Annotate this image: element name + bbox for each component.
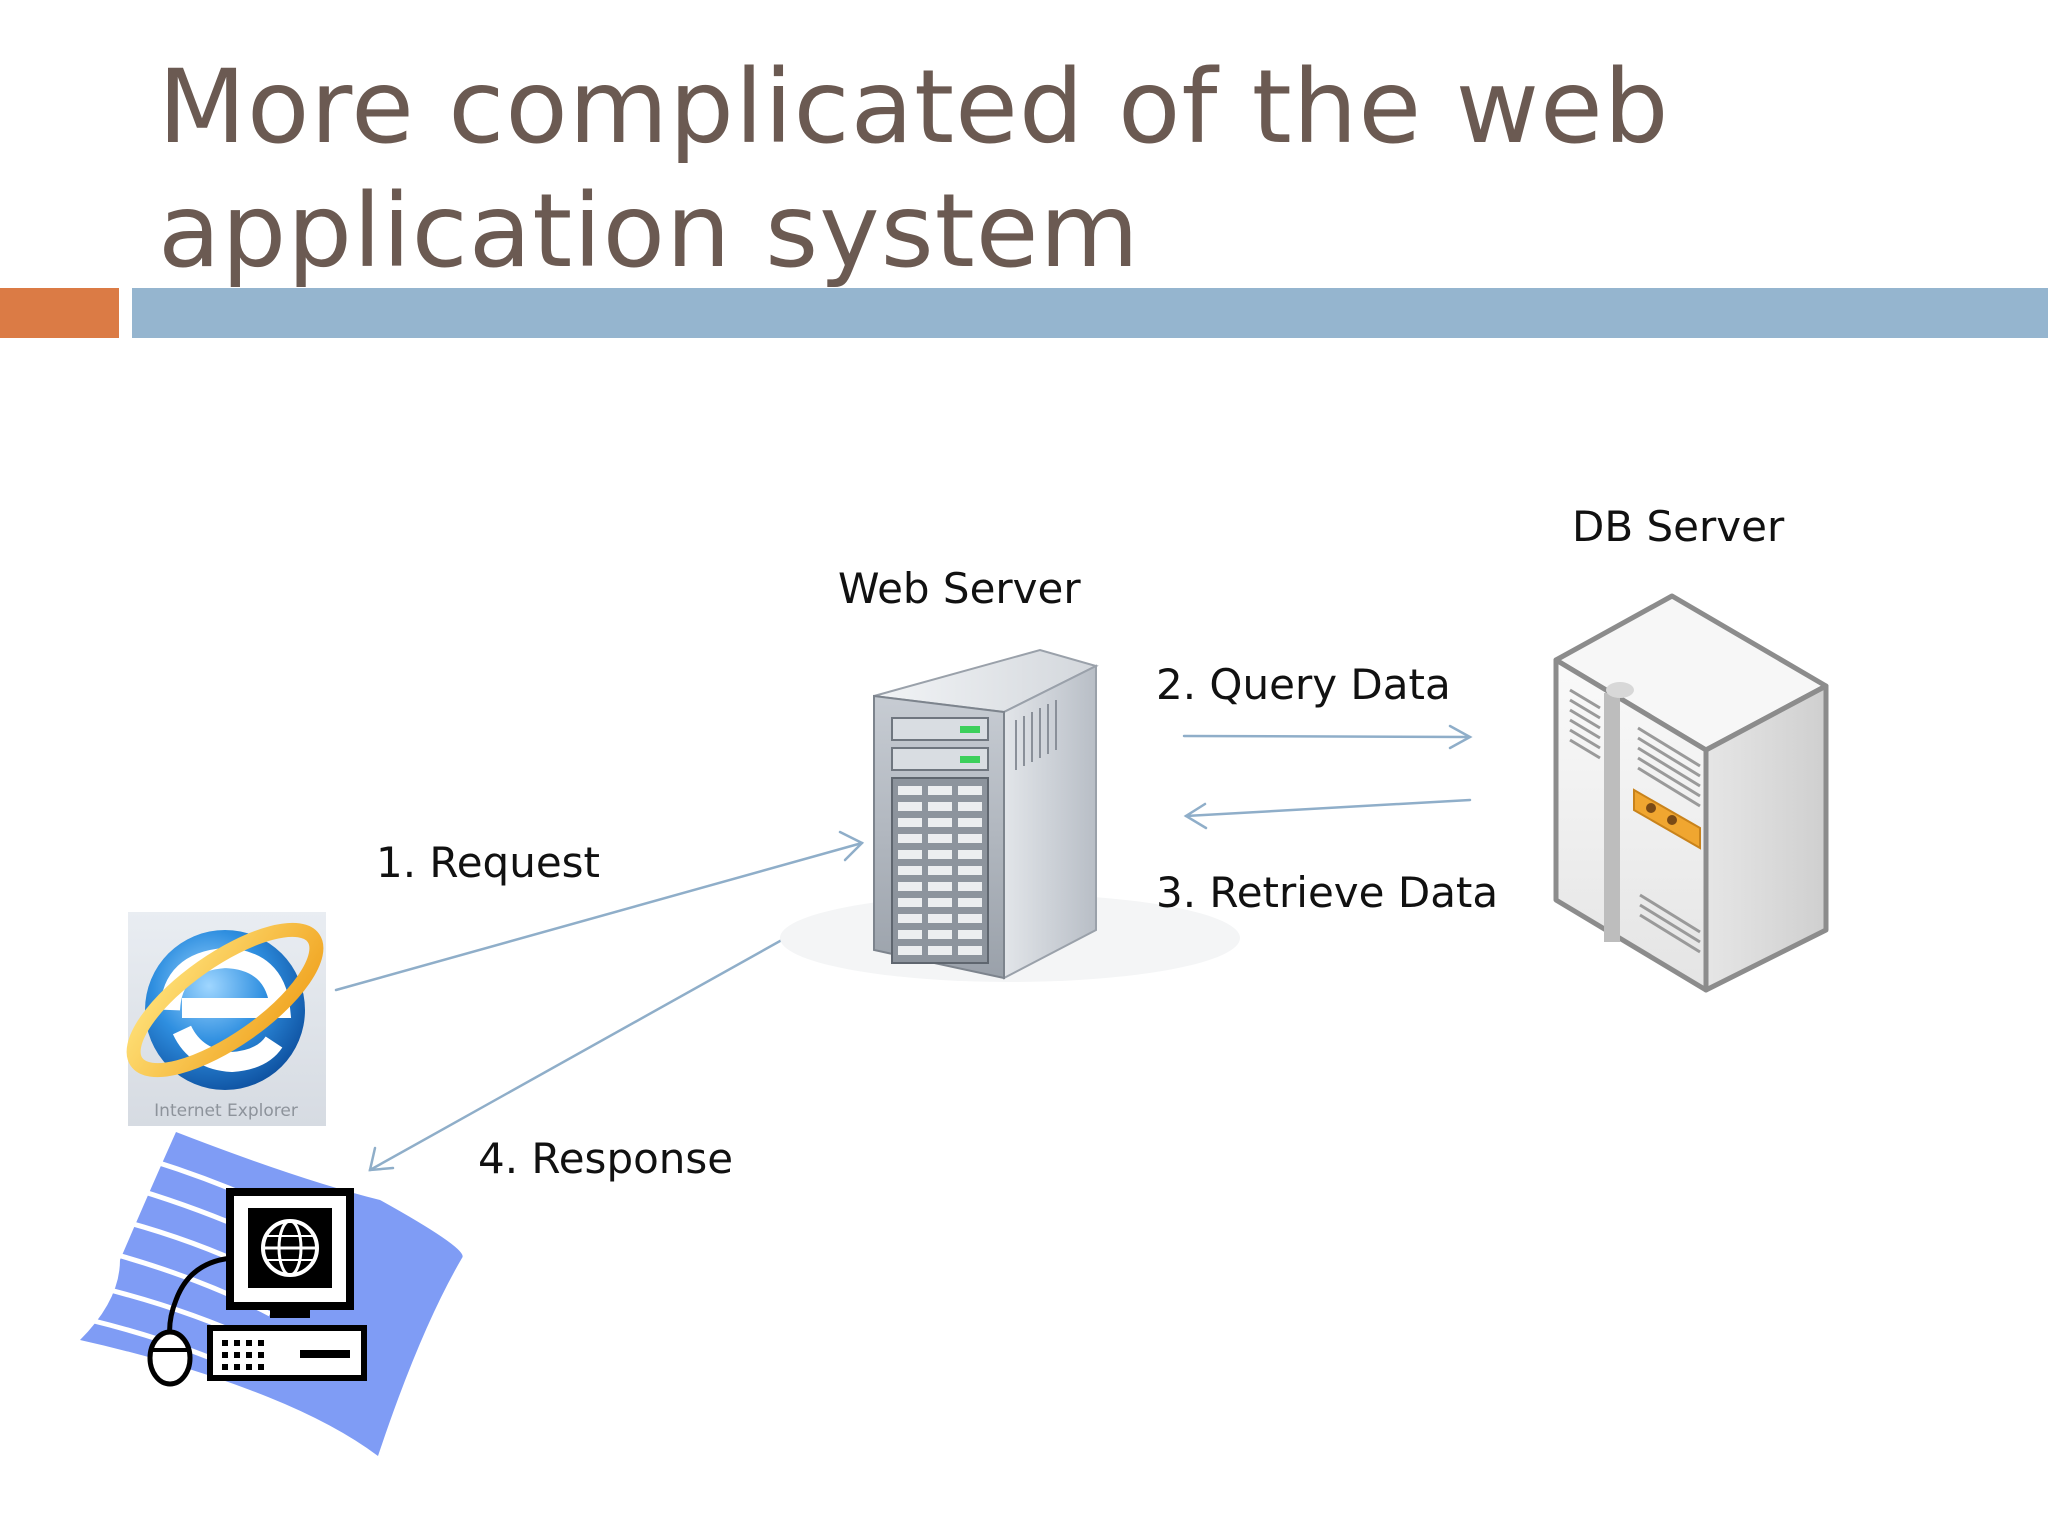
step-request-label: 1. Request <box>376 838 601 887</box>
db-server-label: DB Server <box>1572 502 1785 551</box>
header-divider-bar <box>132 288 2048 338</box>
slide-title-line-2: application system <box>158 172 1140 291</box>
web-server-label: Web Server <box>838 564 1081 613</box>
slide-title-line-1: More complicated of the web <box>158 48 1670 167</box>
step-retrieve-label: 3. Retrieve Data <box>1156 868 1499 917</box>
slide-title: More complicated of the web application … <box>158 46 1858 294</box>
response-arrow <box>368 910 834 1172</box>
request-arrow <box>334 830 865 992</box>
browser-caption: Internet Explorer <box>154 1101 298 1121</box>
retrieve-arrow <box>1183 798 1472 830</box>
step-query-label: 2. Query Data <box>1156 660 1451 709</box>
step-response-label: 4. Response <box>478 1134 734 1183</box>
query-arrow <box>1182 724 1473 750</box>
accent-bar <box>0 288 119 338</box>
